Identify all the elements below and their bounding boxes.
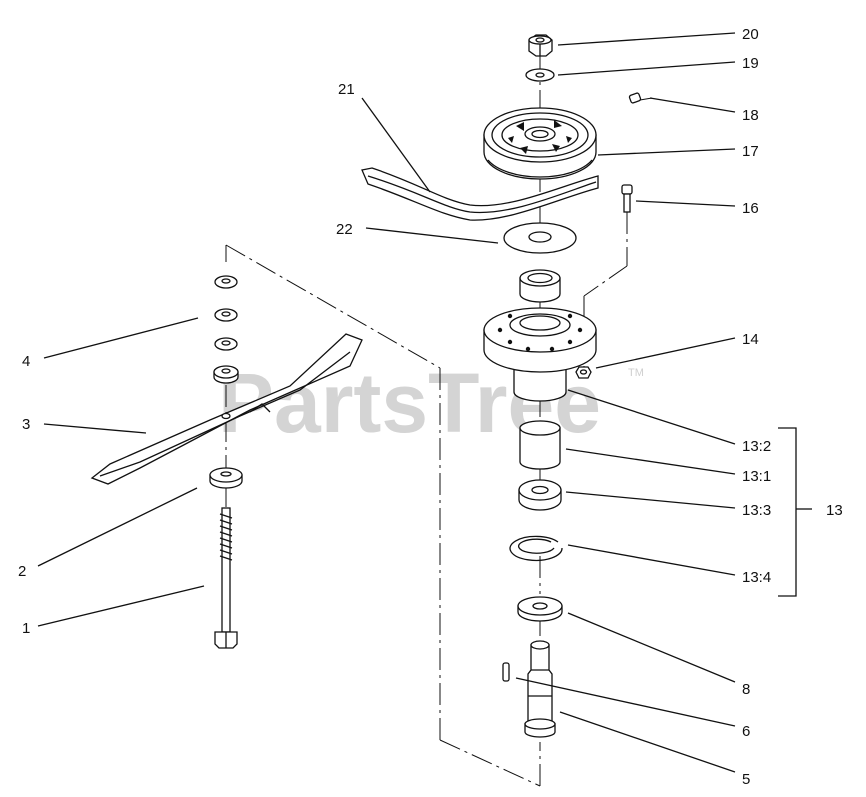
callout-5: 5 bbox=[742, 771, 750, 788]
callout-16: 16 bbox=[742, 200, 759, 217]
callout-20: 20 bbox=[742, 26, 759, 43]
callout-14: 14 bbox=[742, 331, 759, 348]
bearing-part-13-3 bbox=[518, 479, 562, 511]
washer-part-8 bbox=[517, 596, 563, 622]
callout-13-2: 13:2 bbox=[742, 438, 771, 455]
watermark-trademark: TM bbox=[628, 367, 644, 379]
callout-13-4: 13:4 bbox=[742, 569, 771, 586]
callout-3: 3 bbox=[22, 416, 30, 433]
blade-part-3 bbox=[90, 333, 363, 485]
flange-nut-part-14 bbox=[575, 366, 592, 379]
belt-part-21 bbox=[361, 167, 599, 221]
bearing-upper bbox=[519, 269, 561, 303]
callout-21: 21 bbox=[338, 81, 355, 98]
sleeve-part-13-1 bbox=[519, 420, 561, 470]
bolt-part-16 bbox=[621, 184, 633, 213]
callout-18: 18 bbox=[742, 107, 759, 124]
callout-19: 19 bbox=[742, 55, 759, 72]
washer-part-2 bbox=[209, 467, 243, 489]
callout-labels: 20 19 18 17 21 16 22 14 4 3 13:2 13:1 13… bbox=[18, 26, 843, 788]
hex-nut-part-20 bbox=[528, 34, 553, 57]
pulley-part-17 bbox=[483, 107, 597, 180]
callout-1: 1 bbox=[22, 620, 30, 637]
callout-13-3: 13:3 bbox=[742, 502, 771, 519]
snap-ring-part-13-4 bbox=[509, 535, 563, 562]
callout-2: 2 bbox=[18, 563, 26, 580]
key-part-6 bbox=[502, 662, 510, 682]
callout-8: 8 bbox=[742, 681, 750, 698]
set-screw-part-18 bbox=[628, 92, 642, 104]
callout-13: 13 bbox=[826, 502, 843, 519]
callout-6: 6 bbox=[742, 723, 750, 740]
leader-lines bbox=[37, 32, 812, 773]
callout-13-1: 13:1 bbox=[742, 468, 771, 485]
callout-17: 17 bbox=[742, 143, 759, 160]
callout-4: 4 bbox=[22, 353, 30, 370]
spindle-housing-part-13-2 bbox=[483, 307, 597, 402]
washer-part-19 bbox=[525, 68, 555, 82]
blade-bolt-part-1 bbox=[214, 507, 238, 649]
spindle-shaft-part-5 bbox=[524, 640, 556, 738]
callout-22: 22 bbox=[336, 221, 353, 238]
spacer-washers-part-4 bbox=[213, 275, 239, 384]
spacer-washer-part-22 bbox=[503, 222, 577, 254]
